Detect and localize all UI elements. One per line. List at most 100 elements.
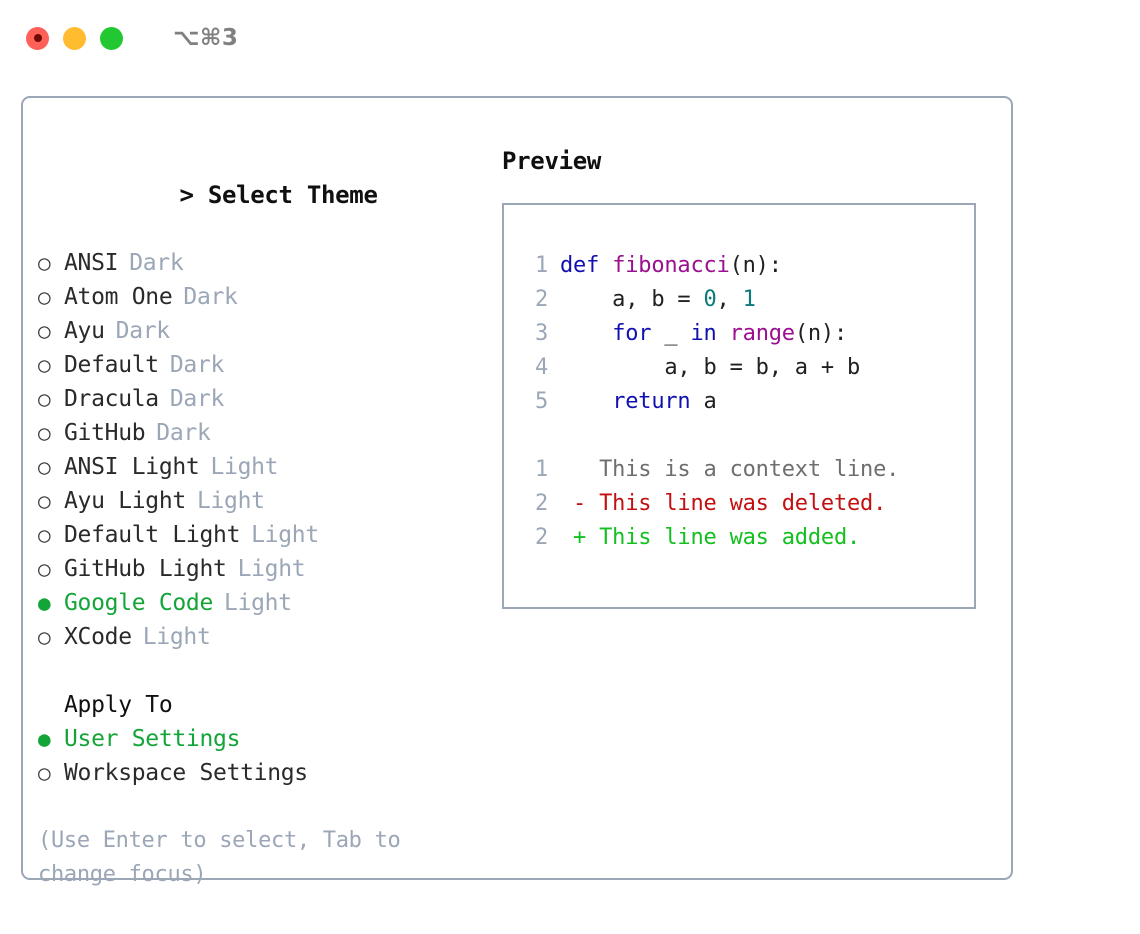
theme-option-google-code[interactable]: ● Google Code Light [38, 586, 488, 620]
theme-option-label: ANSI [64, 250, 119, 276]
theme-option-label: Ayu [64, 318, 105, 344]
diff-line-number: 2 [534, 491, 548, 516]
code-line-text: def fibonacci(n): [560, 249, 782, 283]
theme-option-variant-tag: Dark [183, 284, 238, 310]
theme-option-ansi[interactable]: ○ ANSI Dark [38, 246, 488, 280]
theme-option-github-light[interactable]: ○ GitHub Light Light [38, 552, 488, 586]
title-bar: ⌥⌘3 [0, 0, 1140, 76]
code-token-kw: in [690, 321, 717, 346]
radio-unselected-icon: ○ [38, 489, 51, 513]
code-token-num: 0 [703, 287, 717, 312]
theme-option-variant-tag: Light [210, 454, 279, 480]
radio-selected-icon: ● [38, 727, 51, 751]
line-number: 4 [534, 355, 548, 380]
theme-option-label: XCode [64, 624, 132, 650]
theme-option-variant-tag: Light [237, 556, 306, 582]
code-token-plain: (n): [794, 321, 848, 346]
code-line-text: for _ in range(n): [560, 317, 847, 351]
diff-sample: 1 This is a context line.2 - This line w… [522, 453, 974, 555]
traffic-light-group [26, 26, 123, 50]
code-token-fn: fibonacci [612, 253, 730, 278]
apply-to-option-user-settings[interactable]: ● User Settings [38, 722, 488, 756]
code-token-plain [560, 321, 612, 346]
diff-line: 2 + This line was added. [522, 521, 974, 555]
theme-option-label: Google Code [64, 590, 214, 616]
theme-option-label: Default [64, 352, 159, 378]
code-line: 4 a, b = b, a + b [522, 351, 974, 385]
preview-heading: Preview [502, 147, 602, 175]
theme-option-label: Default Light [64, 522, 241, 548]
diff-line: 1 This is a context line. [522, 453, 974, 487]
line-number: 5 [534, 389, 548, 414]
line-number: 3 [534, 321, 548, 346]
diff-line-text-add: + This line was added. [560, 525, 861, 550]
apply-to-option-label: Workspace Settings [64, 760, 308, 786]
apply-to-heading: Apply To [64, 692, 173, 718]
code-line-text: a, b = b, a + b [560, 351, 860, 385]
apply-to-option-label: User Settings [64, 726, 241, 752]
theme-option-variant-tag: Dark [169, 386, 225, 412]
code-diff-spacer [522, 419, 974, 453]
code-token-plain: a, b = [560, 287, 704, 312]
radio-unselected-icon: ○ [38, 455, 51, 479]
diff-line-number: 1 [534, 457, 548, 482]
code-token-plain: a, b = b, a + b [560, 355, 861, 380]
code-token-fn: range [729, 321, 795, 346]
theme-option-label: Ayu Light [64, 488, 186, 514]
apply-to-list: ● User Settings ○ Workspace Settings [38, 722, 488, 790]
radio-unselected-icon: ○ [38, 557, 51, 581]
radio-unselected-icon: ○ [38, 251, 51, 275]
close-button-icon[interactable] [26, 26, 49, 50]
code-line: 2 a, b = 0, 1 [522, 283, 974, 317]
theme-option-variant-tag: Light [196, 488, 265, 514]
keyboard-hint: (Use Enter to select, Tab to change focu… [38, 828, 401, 887]
theme-option-label: ANSI Light [64, 454, 200, 480]
theme-option-variant-tag: Dark [129, 250, 184, 276]
select-theme-heading: > Select Theme [38, 144, 488, 246]
code-token-plain [717, 321, 730, 346]
theme-option-label: GitHub [64, 420, 146, 446]
line-number: 1 [534, 253, 548, 278]
code-line: 5 return a [522, 385, 974, 419]
radio-unselected-icon: ○ [38, 523, 51, 547]
theme-option-variant-tag: Dark [156, 420, 211, 446]
radio-unselected-icon: ○ [38, 625, 51, 649]
code-token-kw: return [612, 389, 691, 414]
theme-option-variant-tag: Light [224, 590, 292, 616]
maximize-button-icon[interactable] [100, 26, 123, 50]
theme-option-ansi-light[interactable]: ○ ANSI Light Light [38, 450, 488, 484]
code-line-text: return a [560, 385, 717, 419]
code-token-plain: (n): [729, 253, 782, 278]
line-number: 2 [534, 287, 548, 312]
caret-icon: > [179, 181, 194, 209]
diff-line-text-del: - This line was deleted. [560, 491, 887, 516]
select-theme-label: Select Theme [207, 181, 378, 209]
diff-line: 2 - This line was deleted. [522, 487, 974, 521]
radio-unselected-icon: ○ [38, 353, 51, 377]
minimize-button-icon[interactable] [63, 26, 86, 50]
radio-unselected-icon: ○ [38, 285, 51, 309]
diff-line-text-ctx: This is a context line. [560, 457, 900, 482]
code-token-kw: for [612, 321, 652, 346]
theme-option-variant-tag: Dark [115, 318, 171, 344]
radio-unselected-icon: ○ [38, 761, 51, 785]
radio-selected-icon: ● [38, 591, 51, 615]
theme-option-ayu-light[interactable]: ○ Ayu Light Light [38, 484, 488, 518]
code-token-kw: def [560, 253, 613, 278]
theme-option-label: GitHub Light [64, 556, 227, 582]
apply-to-option-workspace-settings[interactable]: ○ Workspace Settings [38, 756, 488, 790]
